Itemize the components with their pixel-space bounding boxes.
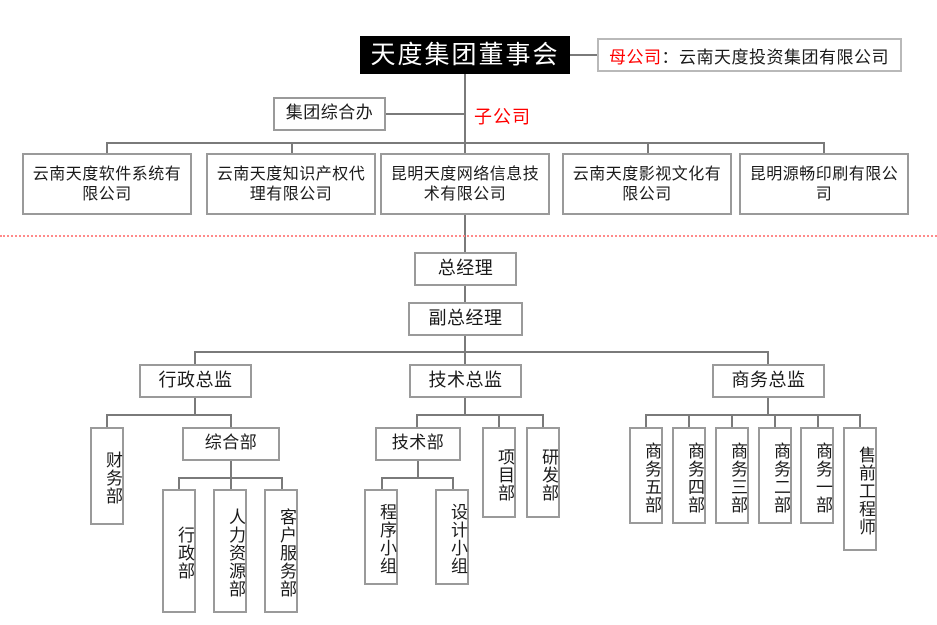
connector-drop-subsidiary-3 xyxy=(464,142,466,154)
node-finance-dept[interactable]: 财务部 xyxy=(90,427,124,525)
connector-drop-design-group xyxy=(452,477,454,490)
connector-drop-finance xyxy=(106,414,108,428)
connector-drop-admin-dept xyxy=(178,477,180,490)
connector-drop-business-unit-4 xyxy=(774,414,776,428)
node-subsidiary-3[interactable]: 昆明天度网络信息技术有限公司 xyxy=(380,153,550,215)
connector-drop-business-unit-1 xyxy=(645,414,647,428)
connector-drop-subsidiary-5 xyxy=(823,142,825,154)
connector-tech-trunk xyxy=(464,398,466,415)
connector-drop-subsidiary-4 xyxy=(647,142,649,154)
node-subsidiary-4[interactable]: 云南天度影视文化有限公司 xyxy=(562,153,732,215)
connector-drop-rd-dept xyxy=(542,414,544,428)
connector-drop-director-tech xyxy=(464,351,466,365)
connector-drop-director-business xyxy=(767,351,769,365)
connector-drop-subsidiary-1 xyxy=(106,142,108,154)
node-group-general-office[interactable]: 集团综合办 xyxy=(273,97,386,131)
node-program-group[interactable]: 程序小组 xyxy=(364,489,398,585)
node-customer-service-dept[interactable]: 客户服务部 xyxy=(264,489,298,613)
node-tech-dept[interactable]: 技术部 xyxy=(375,427,461,461)
connector-admin-bus xyxy=(106,414,232,416)
node-project-dept[interactable]: 项目部 xyxy=(482,427,516,518)
connector-dgm-trunk xyxy=(464,336,466,352)
connector-drop-subsidiary-2 xyxy=(291,142,293,154)
node-business-unit-1[interactable]: 商务一部 xyxy=(800,427,834,524)
connector-tech-dept-bus xyxy=(381,477,454,479)
connector-trunk-through-divider xyxy=(464,215,466,253)
connector-drop-tech-dept xyxy=(416,414,418,428)
node-subsidiary-1[interactable]: 云南天度软件系统有限公司 xyxy=(22,153,192,215)
connector-drop-program-group xyxy=(381,477,383,490)
node-director-business[interactable]: 商务总监 xyxy=(712,364,825,398)
node-general-affairs-dept[interactable]: 综合部 xyxy=(182,427,280,461)
node-director-tech[interactable]: 技术总监 xyxy=(409,364,522,398)
subsidiary-tag-label: 子公司 xyxy=(474,107,531,128)
connector-admin-trunk xyxy=(194,398,196,415)
node-presales-engineer[interactable]: 售前工程师 xyxy=(843,427,877,551)
connector-general-affairs-trunk xyxy=(230,461,232,478)
node-admin-dept[interactable]: 行政部 xyxy=(162,489,196,613)
connector-drop-hr-dept xyxy=(230,477,232,490)
connector-drop-project-dept xyxy=(498,414,500,428)
node-director-admin[interactable]: 行政总监 xyxy=(139,364,252,398)
parent-company-tag: 母公司 xyxy=(609,47,662,68)
connector-root-trunk xyxy=(464,74,466,143)
connector-drop-business-unit-5 xyxy=(817,414,819,428)
node-design-group[interactable]: 设计小组 xyxy=(435,489,469,585)
connector-tech-dept-trunk xyxy=(417,461,419,478)
node-subsidiary-2[interactable]: 云南天度知识产权代理有限公司 xyxy=(206,153,376,215)
connector-drop-presales-engineer xyxy=(859,414,861,428)
node-business-unit-4[interactable]: 商务四部 xyxy=(672,427,706,524)
parent-company-separator: ： xyxy=(661,47,679,68)
node-business-unit-5[interactable]: 商务五部 xyxy=(629,427,663,524)
node-deputy-general-manager[interactable]: 副总经理 xyxy=(408,302,523,336)
connector-gm-to-dgm xyxy=(464,286,466,302)
node-rd-dept[interactable]: 研发部 xyxy=(526,427,560,518)
parent-company-caption: 母公司：云南天度投资集团有限公司 xyxy=(597,38,902,72)
connector-tech-bus xyxy=(416,414,544,416)
node-subsidiary-5[interactable]: 昆明源畅印刷有限公司 xyxy=(739,153,909,215)
node-business-unit-2[interactable]: 商务二部 xyxy=(758,427,792,524)
connector-business-trunk xyxy=(767,398,769,415)
section-divider xyxy=(0,235,937,237)
connector-drop-business-unit-2 xyxy=(688,414,690,428)
connector-drop-director-admin xyxy=(194,351,196,365)
node-business-unit-3[interactable]: 商务三部 xyxy=(715,427,749,524)
connector-drop-general-affairs xyxy=(230,414,232,428)
connector-director-bus xyxy=(194,351,769,353)
connector-drop-business-unit-3 xyxy=(731,414,733,428)
parent-company-name: 云南天度投资集团有限公司 xyxy=(679,47,889,68)
connector-business-bus xyxy=(645,414,860,416)
node-hr-dept[interactable]: 人力资源部 xyxy=(213,489,247,613)
connector-drop-customer-service-dept xyxy=(281,477,283,490)
connector-general-office-to-trunk xyxy=(386,113,465,115)
connector-root-to-parent-caption xyxy=(570,54,598,56)
root-node-board[interactable]: 天度集团董事会 xyxy=(360,36,570,74)
node-general-manager[interactable]: 总经理 xyxy=(414,252,517,286)
